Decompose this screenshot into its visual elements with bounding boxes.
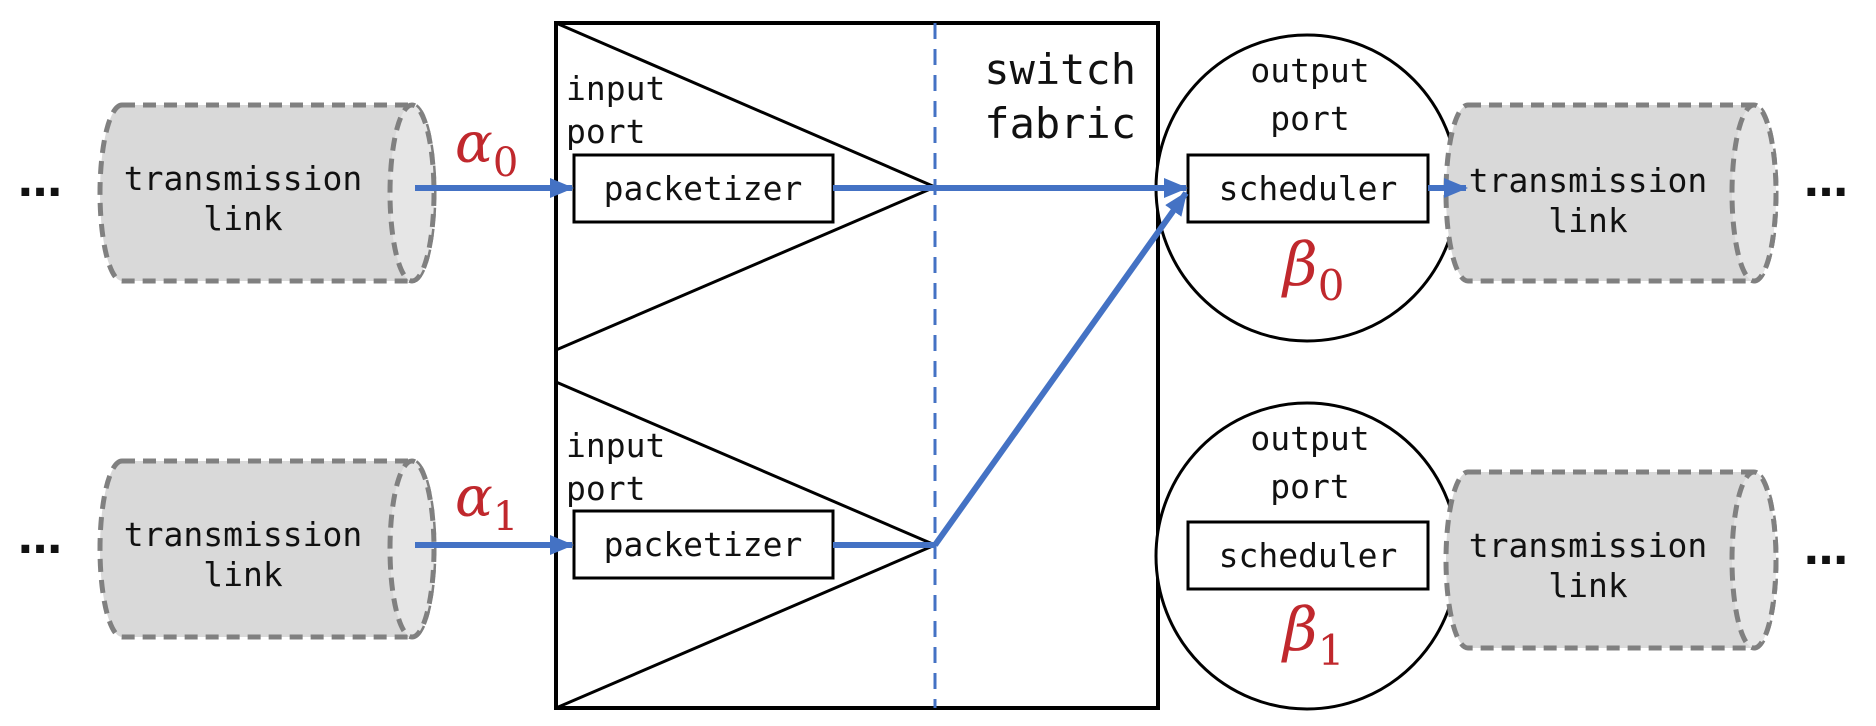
output-port-1-label2: port bbox=[1270, 467, 1349, 506]
output-port-1-label1: output bbox=[1250, 419, 1369, 458]
input-port-0-label1: input bbox=[566, 69, 665, 108]
transmission-link-in-0-label1: transmission bbox=[124, 159, 362, 198]
transmission-link-out-1: transmission link bbox=[1443, 469, 1779, 651]
packetizer-1: packetizer bbox=[572, 509, 835, 580]
scheduler-0: scheduler bbox=[1186, 153, 1430, 224]
arrow-fabric-to-scheduler0-b bbox=[932, 191, 1189, 547]
switch-fabric-label1: switch bbox=[984, 45, 1136, 94]
transmission-link-in-0: transmission link bbox=[97, 102, 437, 284]
ellipsis-left-top: … bbox=[18, 156, 62, 207]
flow-arrows bbox=[415, 178, 1468, 555]
input-port-0-label2: port bbox=[566, 112, 645, 151]
output-port-0-label2: port bbox=[1270, 99, 1349, 138]
output-port-0-label1: output bbox=[1250, 51, 1369, 90]
scheduler-0-label: scheduler bbox=[1219, 169, 1398, 208]
alpha-0-label: α0 bbox=[455, 111, 518, 186]
beta-1-label: β1 bbox=[1281, 595, 1344, 675]
scheduler-1: scheduler bbox=[1186, 520, 1430, 591]
scheduler-1-label: scheduler bbox=[1219, 536, 1398, 575]
ellipsis-right-top: … bbox=[1804, 156, 1848, 207]
transmission-link-in-1-label1: transmission bbox=[124, 515, 362, 554]
packetizer-0-label: packetizer bbox=[604, 169, 803, 208]
beta-0-label: β0 bbox=[1281, 230, 1344, 310]
transmission-link-in-1: transmission link bbox=[97, 458, 437, 640]
transmission-link-out-0-label2: link bbox=[1548, 201, 1628, 240]
transmission-link-out-1-label2: link bbox=[1548, 566, 1628, 605]
ellipsis-right-bottom: … bbox=[1804, 524, 1848, 575]
transmission-link-in-0-label2: link bbox=[203, 199, 283, 238]
alpha-1-label: α1 bbox=[455, 465, 518, 540]
switch-box bbox=[554, 21, 1160, 710]
transmission-link-out-1-label1: transmission bbox=[1469, 526, 1707, 565]
transmission-link-in-1-label2: link bbox=[203, 555, 283, 594]
ellipsis-left-bottom: … bbox=[18, 513, 62, 564]
switch-fabric-label2: fabric bbox=[984, 99, 1136, 148]
transmission-link-out-0-label1: transmission bbox=[1469, 161, 1707, 200]
input-port-1-label2: port bbox=[566, 469, 645, 508]
packetizer-1-label: packetizer bbox=[604, 525, 803, 564]
transmission-link-out-0: transmission link bbox=[1443, 102, 1779, 284]
input-port-1-label1: input bbox=[566, 426, 665, 465]
packetizer-0: packetizer bbox=[572, 153, 835, 224]
